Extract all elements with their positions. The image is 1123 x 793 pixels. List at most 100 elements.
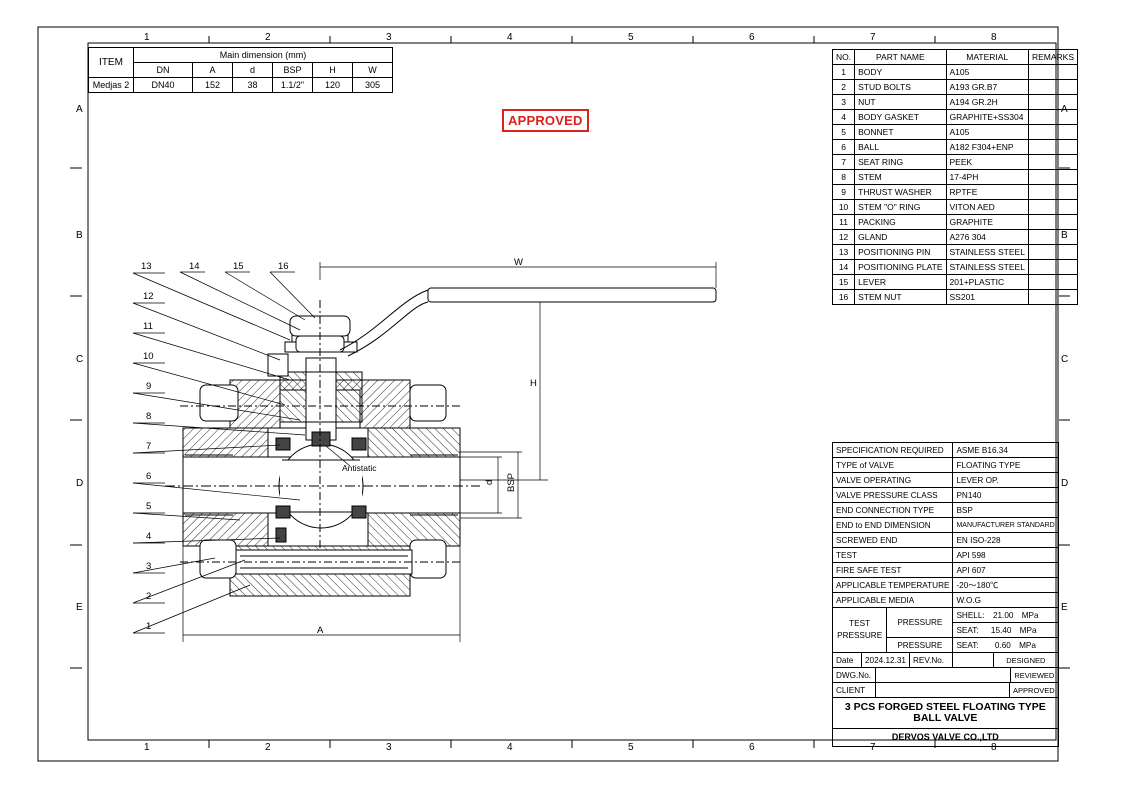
callout-5: 5 [146, 501, 151, 512]
part-name: BODY GASKET [854, 109, 947, 125]
spec-row: APPLICABLE TEMPERATURE-20～180℃ [831, 577, 1059, 593]
spec-label: APPLICABLE MEDIA [831, 592, 954, 608]
callout-2: 2 [146, 591, 151, 602]
col-w: W [352, 62, 393, 78]
callout-6: 6 [146, 471, 151, 482]
row-label: B [76, 230, 83, 241]
lever-arm [339, 289, 429, 351]
part-no: 10 [831, 199, 856, 215]
callout-13: 13 [141, 261, 152, 272]
callout-14: 14 [189, 261, 200, 272]
date-label: Date [833, 653, 862, 667]
part-name: SEAT RING [854, 154, 947, 170]
callout-7: 7 [146, 441, 151, 452]
dwg-value [875, 668, 1011, 682]
row-label: D [1061, 478, 1069, 489]
item-header: ITEM [88, 47, 134, 78]
part-remarks [1027, 64, 1079, 80]
part-remarks [1027, 274, 1079, 290]
part-name: BALL [854, 139, 947, 155]
col-dn: DN [133, 62, 193, 78]
spec-label: SCREWED END [831, 532, 954, 548]
part-remarks [1027, 139, 1079, 155]
part-material: A105 [945, 64, 1029, 80]
dwg-label: DWG.No. [833, 668, 876, 682]
spec-label: VALVE OPERATING [831, 472, 954, 488]
col-label: 1 [144, 742, 150, 753]
part-name: BONNET [854, 124, 947, 140]
part-name: STEM [854, 169, 947, 185]
lever-grip [427, 287, 717, 303]
part-material: A105 [945, 124, 1029, 140]
part-no: 6 [831, 139, 856, 155]
part-name: PACKING [854, 214, 947, 230]
col-label: 3 [386, 742, 392, 753]
part-no: 16 [831, 289, 856, 305]
part-no: 12 [831, 229, 856, 245]
part-remarks [1027, 169, 1079, 185]
part-name: GLAND [854, 229, 947, 245]
dim-h: H [530, 378, 537, 389]
parts-header-name: PART NAME [854, 49, 947, 65]
callout-11: 11 [143, 321, 153, 332]
shell-pressure: SHELL: 21.00 MPa [952, 607, 1059, 623]
company-name: DERVOS VALVE CO.,LTD [832, 728, 1059, 747]
part-remarks [1027, 289, 1079, 305]
spec-label: VALVE PRESSURE CLASS [831, 487, 954, 503]
callout-16: 16 [278, 261, 289, 272]
part-name: BODY [854, 64, 947, 80]
part-remarks [1027, 109, 1079, 125]
spec-label: TEST [831, 547, 954, 563]
part-no: 1 [831, 64, 856, 80]
parts-header-no: NO. [831, 49, 856, 65]
spec-value: MANUFACTURER STANDARD [952, 517, 1059, 533]
col-label: 5 [628, 32, 634, 43]
spec-value: API 607 [952, 562, 1059, 578]
test-pressure-label: TEST PRESSURE [831, 607, 888, 653]
col-label: 1 [144, 32, 150, 43]
col-label: 5 [628, 742, 634, 753]
part-no: 5 [831, 124, 856, 140]
client-row: CLIENT APPROVED [832, 682, 1059, 698]
part-remarks [1027, 79, 1079, 95]
seat-value: 15.40 [990, 625, 1012, 635]
callout-1: 1 [146, 621, 151, 632]
col-label: 4 [507, 742, 513, 753]
part-remarks [1027, 124, 1079, 140]
part-remarks [1027, 214, 1079, 230]
spec-label: END to END DIMENSION [831, 517, 954, 533]
callout-12: 12 [143, 291, 154, 302]
approved-stamp: APPROVED [502, 109, 589, 132]
col-d: d [232, 62, 273, 78]
drawing-title: 3 PCS FORGED STEEL FLOATING TYPE BALL VA… [832, 697, 1059, 729]
dim-bsp: BSP [506, 473, 517, 492]
dimension-table: ITEM Main dimension (mm) DN A d BSP H W … [88, 47, 393, 93]
part-material: SS201 [945, 289, 1029, 305]
date-row: Date 2024.12.31 REV.No. DESIGNED [832, 652, 1059, 668]
callout-8: 8 [146, 411, 151, 422]
part-material: 201+PLASTIC [945, 274, 1029, 290]
part-material: VITON AED [945, 199, 1029, 215]
col-label: 3 [386, 32, 392, 43]
part-no: 14 [831, 259, 856, 275]
part-material: A194 GR.2H [945, 94, 1029, 110]
part-remarks [1027, 94, 1079, 110]
value-w: 305 [352, 77, 393, 93]
part-no: 3 [831, 94, 856, 110]
seat-pressure-air: SEAT: 0.60 MPa [952, 637, 1059, 653]
part-remarks [1027, 154, 1079, 170]
main-dimension-header: Main dimension (mm) [133, 47, 393, 63]
